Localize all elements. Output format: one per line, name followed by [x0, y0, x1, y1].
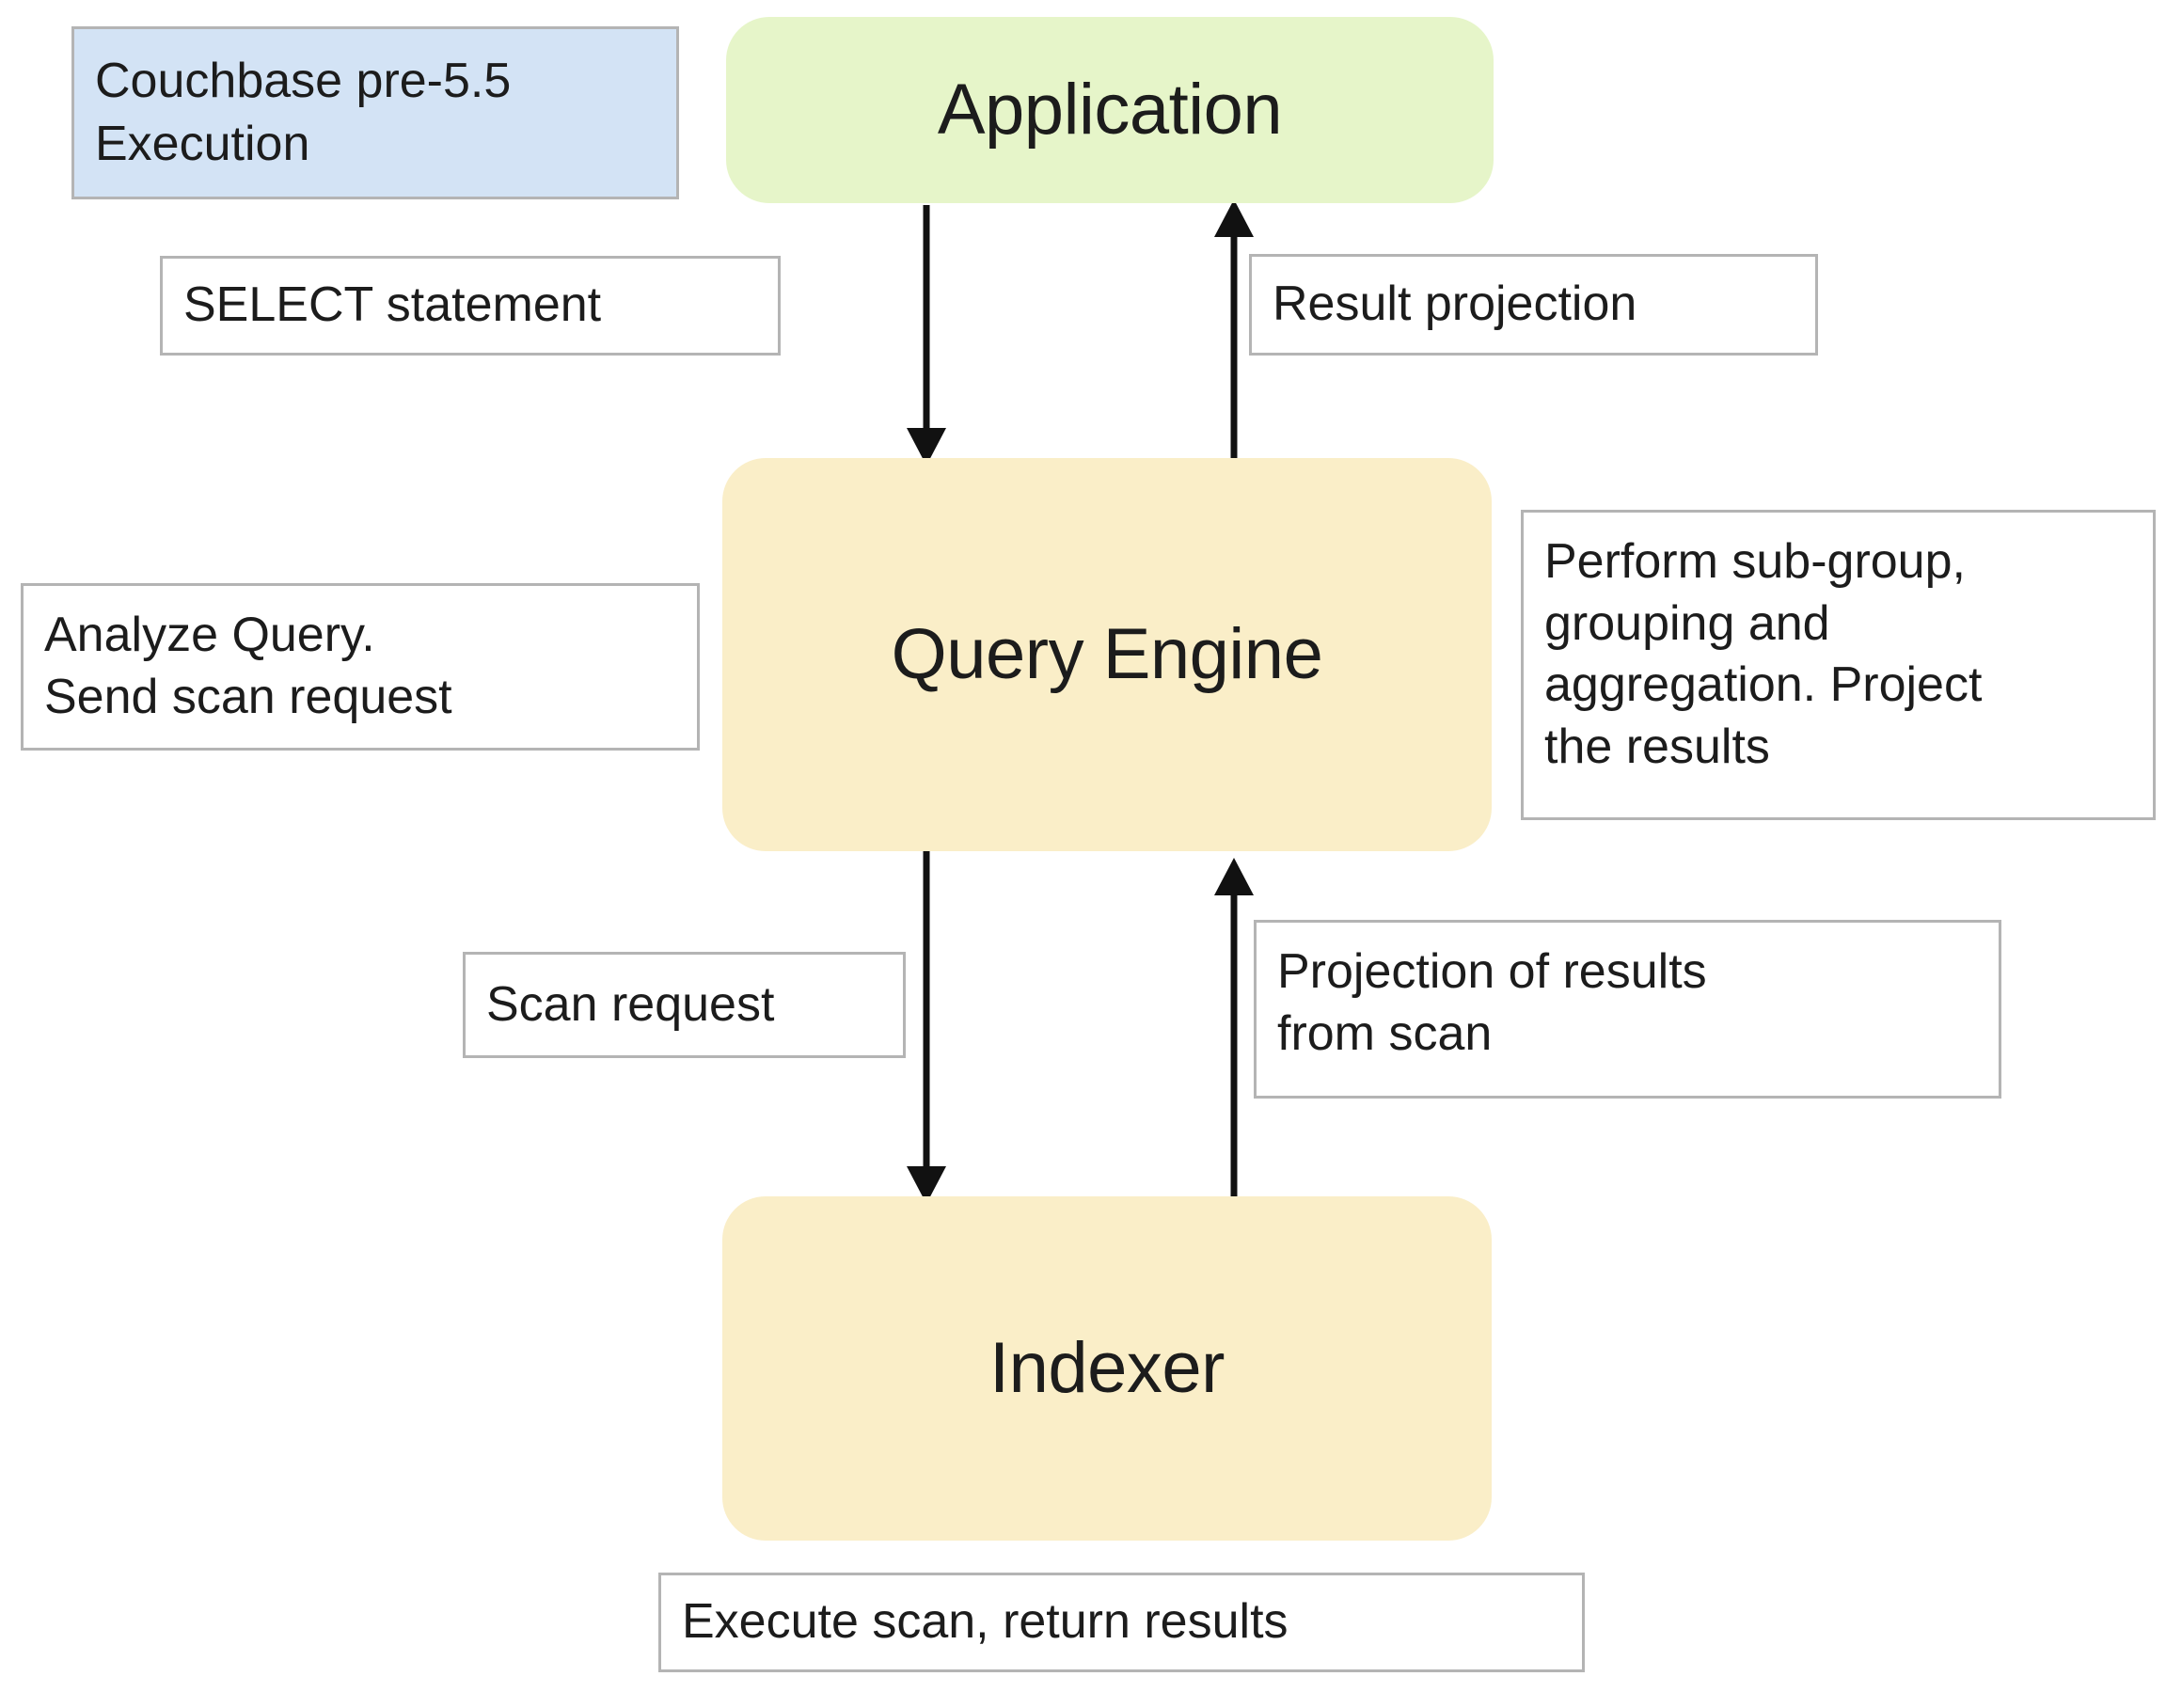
label-result-projection-text: Result projection — [1273, 277, 1637, 332]
label-analyze-query: Analyze Query. Send scan request — [21, 583, 700, 751]
label-scan-request: Scan request — [463, 952, 906, 1058]
node-query-engine[interactable]: Query Engine — [722, 458, 1492, 851]
label-select-statement: SELECT statement — [160, 256, 781, 356]
legend-text: Couchbase pre-5.5 Execution — [95, 54, 512, 171]
node-application-label: Application — [937, 70, 1283, 150]
arrow-engine-to-app — [1214, 199, 1254, 461]
label-execute-scan: Execute scan, return results — [658, 1573, 1585, 1672]
node-indexer[interactable]: Indexer — [722, 1196, 1492, 1541]
label-perform-aggregation-text: Perform sub-group, grouping and aggregat… — [1544, 534, 1983, 774]
arrow-app-to-engine — [907, 205, 946, 466]
label-scan-request-text: Scan request — [486, 976, 775, 1032]
label-projection-from-scan: Projection of results from scan — [1254, 920, 2001, 1099]
node-application[interactable]: Application — [726, 17, 1494, 203]
label-result-projection: Result projection — [1249, 254, 1818, 356]
label-analyze-query-text: Analyze Query. Send scan request — [44, 608, 452, 724]
node-indexer-label: Indexer — [989, 1328, 1225, 1409]
arrow-indexer-to-engine — [1214, 858, 1254, 1202]
label-execute-scan-text: Execute scan, return results — [682, 1594, 1289, 1650]
label-select-statement-text: SELECT statement — [183, 277, 602, 333]
legend-box: Couchbase pre-5.5 Execution — [71, 26, 679, 199]
arrow-engine-to-indexer — [907, 851, 946, 1204]
label-perform-aggregation: Perform sub-group, grouping and aggregat… — [1521, 510, 2156, 820]
label-projection-from-scan-text: Projection of results from scan — [1277, 944, 1707, 1061]
node-query-engine-label: Query Engine — [891, 614, 1323, 695]
